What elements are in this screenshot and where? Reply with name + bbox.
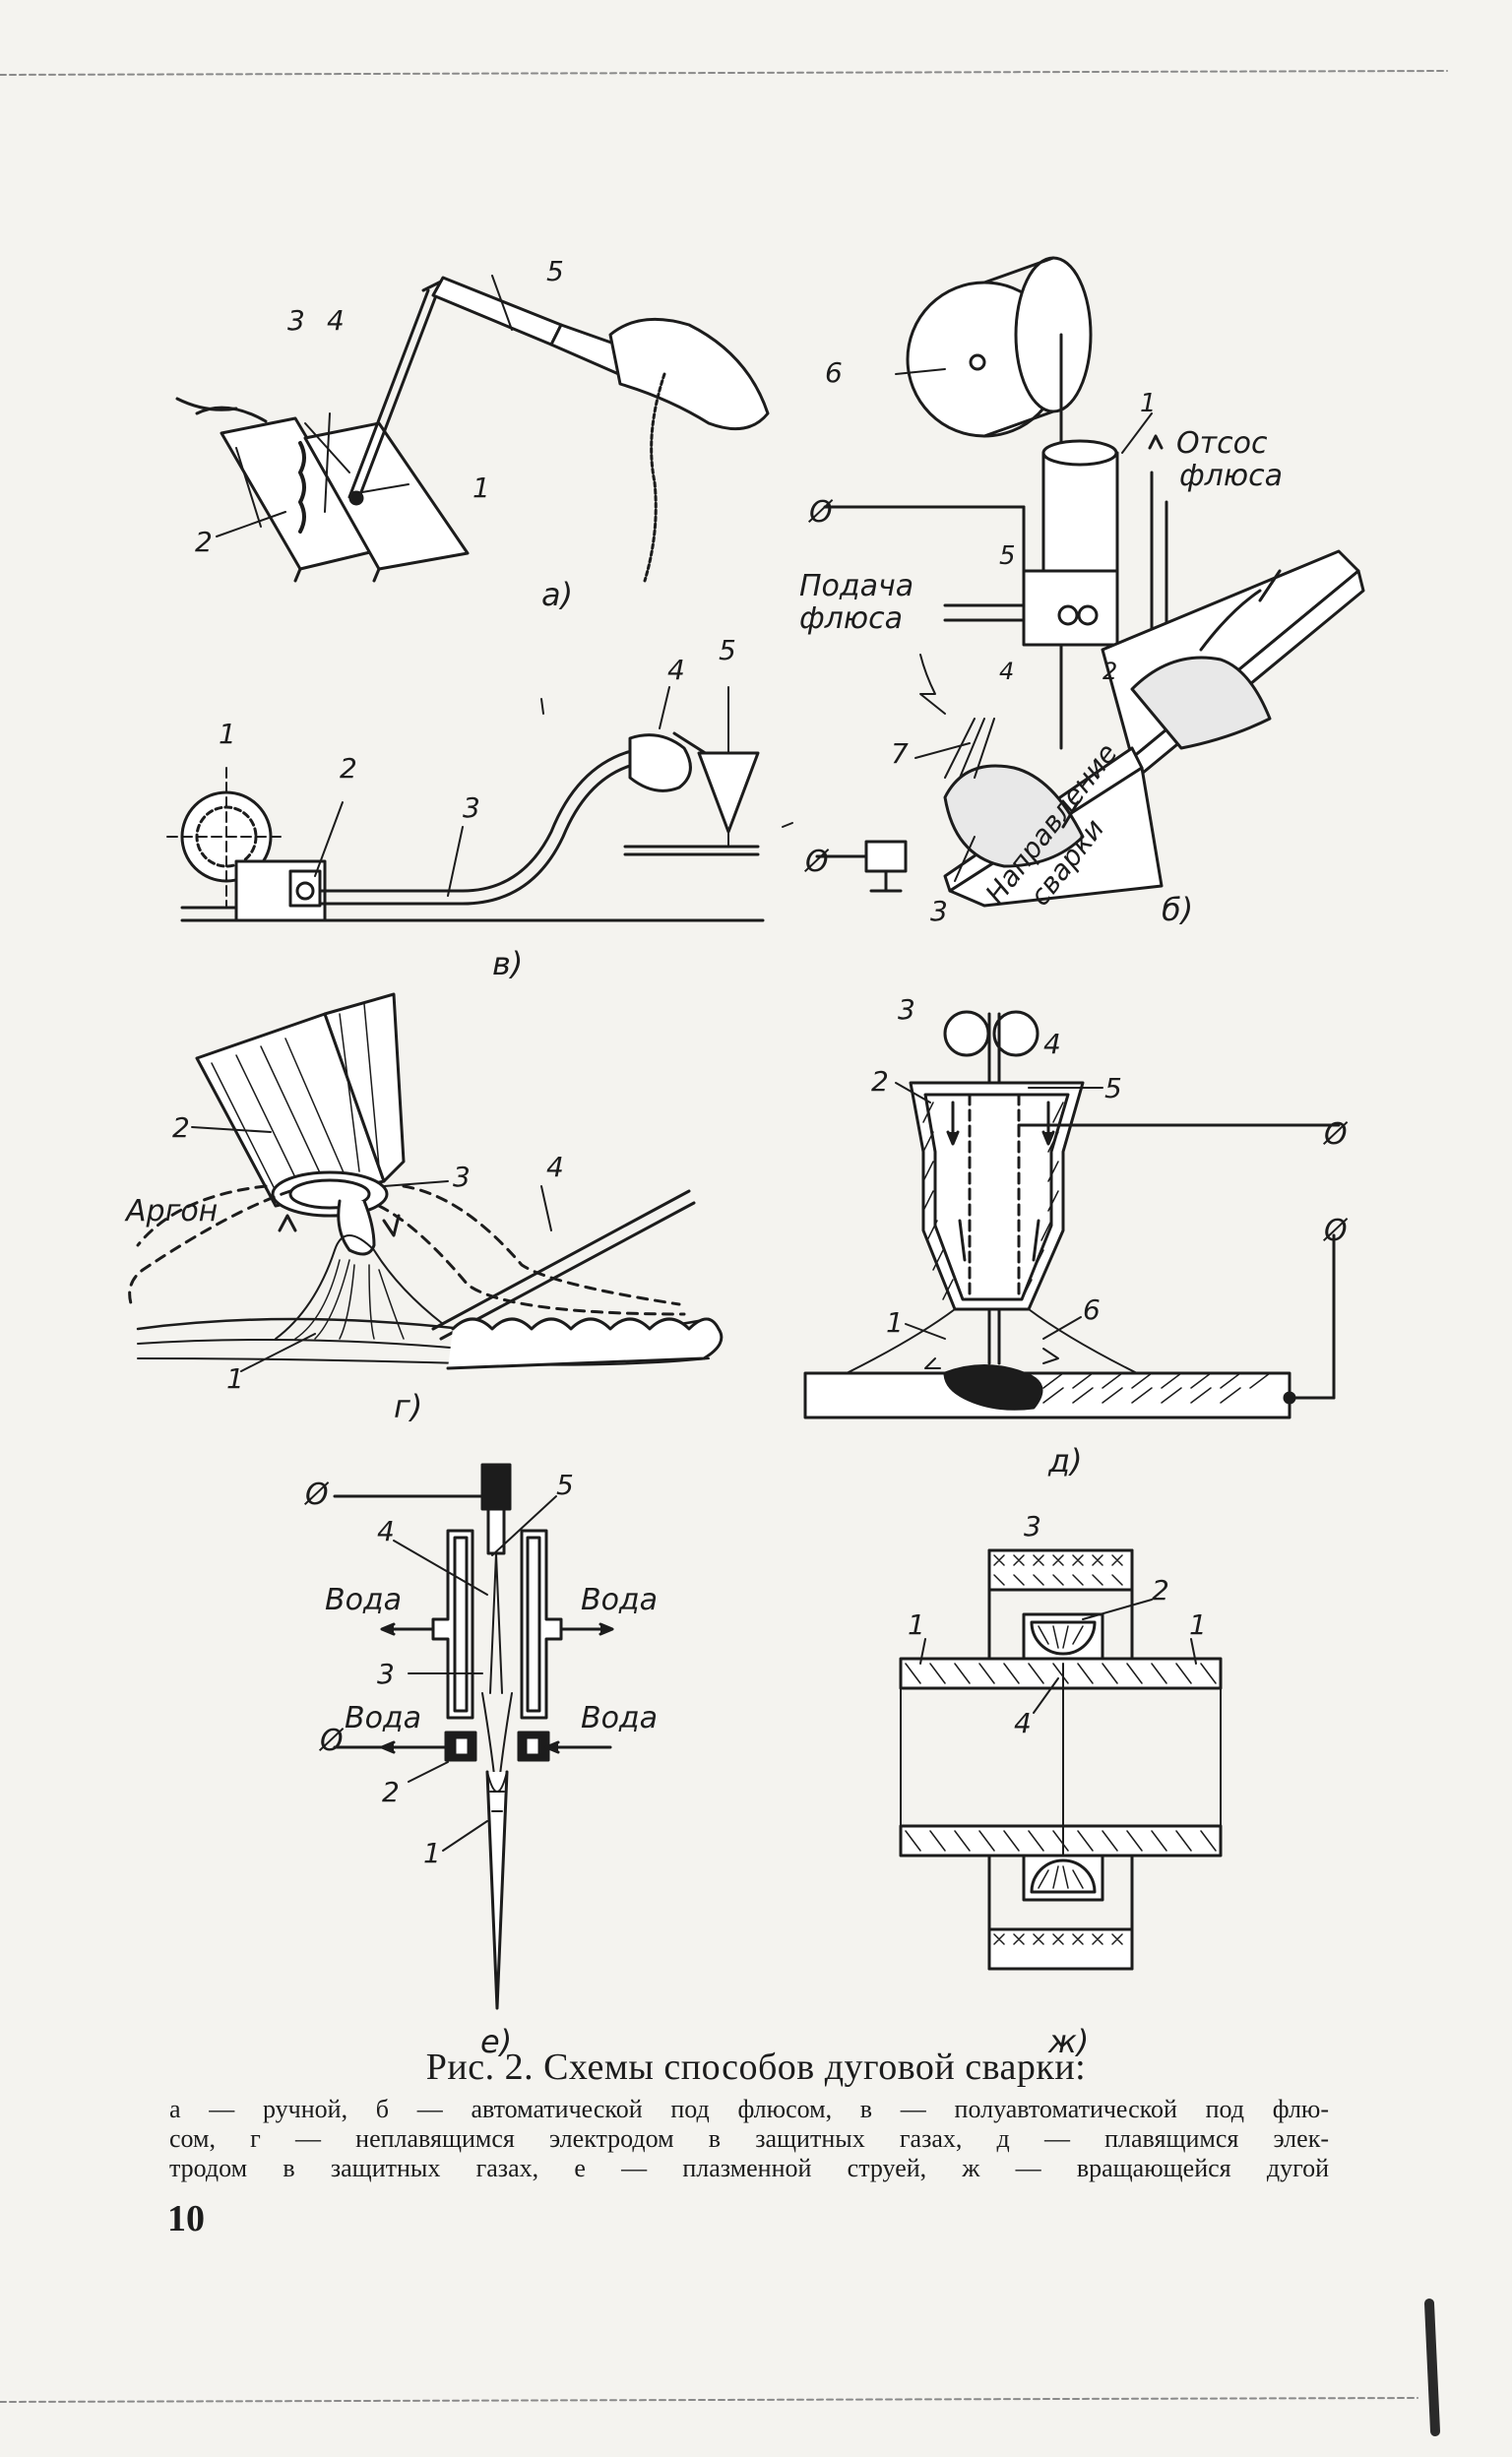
scheme-a-manual: 3 4 5 1 2 а) <box>175 255 770 613</box>
annotation-flyusa-1: флюса <box>1179 459 1283 493</box>
svg-text:Ø: Ø <box>803 845 830 879</box>
figure-caption-title: Рис. 2. Схемы способов дуговой сварки: <box>425 2047 1087 2088</box>
svg-text:1: 1 <box>908 1608 925 1641</box>
svg-text:3: 3 <box>1024 1510 1041 1543</box>
svg-text:3: 3 <box>377 1658 395 1690</box>
scheme-g-tig: 2 3 4 1 Аргон г) <box>124 992 724 1425</box>
scheme-zh-rotating-arc: 3 2 1 1 4 ж) <box>899 1510 1223 2060</box>
svg-text:4: 4 <box>546 1151 564 1183</box>
svg-text:1: 1 <box>219 718 236 750</box>
annotation-argon: Аргон <box>124 1194 218 1228</box>
svg-text:2: 2 <box>195 526 213 558</box>
page-number: 10 <box>167 2198 205 2239</box>
svg-text:4: 4 <box>377 1515 395 1547</box>
caption-line-1: а — ручной, б — автоматической под флюсо… <box>169 2095 1329 2123</box>
svg-text:2: 2 <box>172 1111 190 1144</box>
svg-text:6: 6 <box>825 356 843 389</box>
svg-text:2: 2 <box>1102 658 1117 685</box>
svg-text:Ø: Ø <box>303 1478 330 1512</box>
label-a: а) <box>541 576 573 613</box>
scheme-v-semiautomatic: 1 2 3 4 5 в) <box>166 634 793 982</box>
svg-text:Ø: Ø <box>318 1724 345 1758</box>
label-g: г) <box>394 1388 422 1425</box>
svg-text:4: 4 <box>667 654 685 686</box>
svg-text:3: 3 <box>898 993 915 1026</box>
svg-text:1: 1 <box>1189 1608 1207 1641</box>
svg-text:5: 5 <box>556 1469 574 1501</box>
label-d: д) <box>1047 1442 1083 1480</box>
svg-text:5: 5 <box>999 541 1016 571</box>
svg-text:4: 4 <box>999 658 1014 685</box>
svg-text:1: 1 <box>886 1306 904 1339</box>
caption-line-2: сом, г — неплавящимся электродом в защит… <box>169 2124 1329 2153</box>
annotation-flyusa-2: флюса <box>799 601 903 636</box>
scheme-b-automatic-flux: 6 1 5 4 2 7 3 Ø Ø Отсос флюса Подача флю… <box>799 256 1365 928</box>
svg-text:4: 4 <box>1014 1707 1032 1739</box>
svg-text:1: 1 <box>226 1362 244 1395</box>
svg-text:4: 4 <box>1043 1028 1061 1060</box>
svg-text:5: 5 <box>546 255 564 287</box>
label-v: в) <box>492 945 523 982</box>
svg-text:1: 1 <box>472 472 490 504</box>
annotation-voda-1: Вода <box>325 1583 402 1617</box>
annotation-podacha: Подача <box>799 569 914 603</box>
label-b: б) <box>1162 891 1193 928</box>
svg-text:3: 3 <box>463 791 480 824</box>
svg-text:5: 5 <box>719 634 736 666</box>
scheme-e-plasma: Ø 5 4 3 2 1 Ø Вода Вода Вода Вода е) <box>303 1463 658 2060</box>
svg-text:Ø: Ø <box>1322 1117 1349 1152</box>
annotation-voda-3: Вода <box>345 1701 421 1735</box>
annotation-voda-2: Вода <box>581 1583 658 1617</box>
svg-text:3: 3 <box>287 304 305 337</box>
caption-line-3: тродом в защитных газах, е — плазменной … <box>169 2154 1329 2182</box>
svg-text:1: 1 <box>423 1837 441 1869</box>
svg-text:2: 2 <box>1152 1574 1169 1606</box>
label-e: е) <box>480 2023 512 2060</box>
svg-text:2: 2 <box>382 1776 400 1808</box>
svg-text:4: 4 <box>327 304 345 337</box>
svg-text:7: 7 <box>891 737 909 770</box>
svg-text:3: 3 <box>453 1161 471 1193</box>
annotation-otsos: Отсос <box>1176 426 1268 461</box>
svg-text:6: 6 <box>1083 1293 1101 1326</box>
svg-text:Ø: Ø <box>1322 1214 1349 1248</box>
figure-caption-text: а — ручной, б — автоматической под флюсо… <box>169 2095 1329 2183</box>
label-zh: ж) <box>1047 2023 1089 2060</box>
scheme-d-mig: 3 4 2 5 6 1 Ø Ø д) <box>803 993 1349 1480</box>
svg-text:2: 2 <box>340 752 357 785</box>
svg-text:3: 3 <box>930 895 948 927</box>
svg-text:Ø: Ø <box>807 495 834 530</box>
annotation-voda-4: Вода <box>581 1701 658 1735</box>
svg-text:1: 1 <box>1140 389 1157 418</box>
svg-text:2: 2 <box>871 1065 889 1098</box>
svg-text:5: 5 <box>1104 1072 1122 1104</box>
